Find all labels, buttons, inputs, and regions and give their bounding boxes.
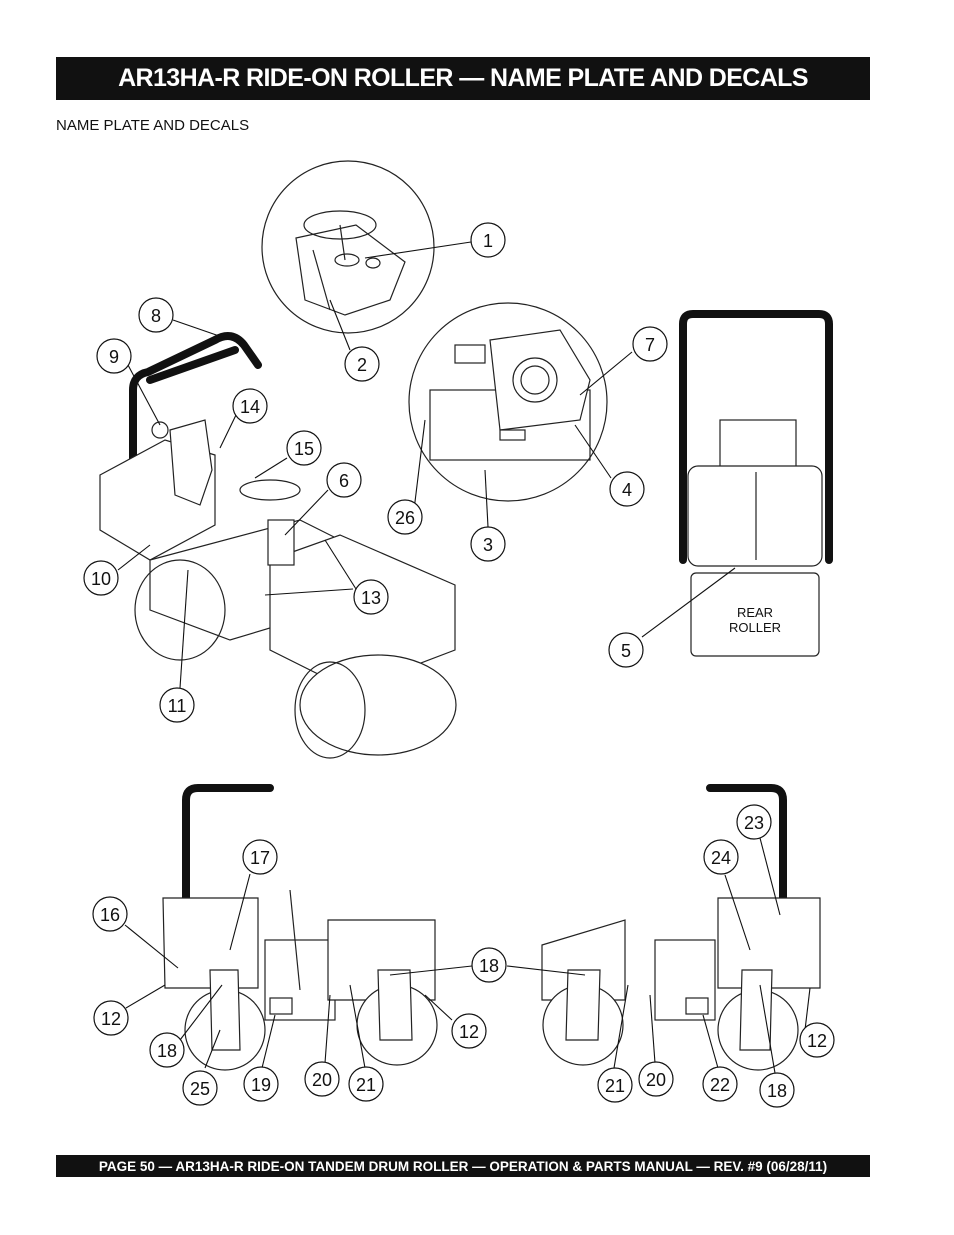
callout-20b: 20 — [638, 1061, 674, 1097]
svg-text:4: 4 — [622, 480, 632, 500]
footer-bar: PAGE 50 — AR13HA-R RIDE-ON TANDEM DRUM R… — [56, 1155, 870, 1177]
footer-text: PAGE 50 — AR13HA-R RIDE-ON TANDEM DRUM R… — [98, 1158, 828, 1174]
isometric-roller-view — [99, 332, 457, 759]
svg-text:18: 18 — [767, 1081, 787, 1101]
svg-text:24: 24 — [711, 848, 731, 868]
callout-15: 15 — [286, 430, 322, 466]
callout-3: 3 — [470, 526, 506, 562]
svg-text:5: 5 — [621, 641, 631, 661]
rear-view-roller: REAR ROLLER — [679, 310, 833, 657]
svg-text:22: 22 — [710, 1075, 730, 1095]
svg-text:1: 1 — [483, 231, 493, 251]
callout-18a: 18 — [471, 947, 507, 983]
callout-26: 26 — [387, 499, 423, 535]
callout-13: 13 — [353, 579, 389, 615]
callout-18c: 18 — [759, 1072, 795, 1108]
callout-24: 24 — [703, 839, 739, 875]
page-title: AR13HA-R RIDE-ON ROLLER — NAME PLATE AND… — [118, 64, 808, 92]
steering-detail-view — [261, 160, 435, 334]
svg-text:6: 6 — [339, 471, 349, 491]
svg-text:11: 11 — [168, 696, 187, 716]
callout-12b: 12 — [451, 1013, 487, 1049]
callout-23: 23 — [736, 804, 772, 840]
callout-18b: 18 — [149, 1032, 185, 1068]
svg-text:3: 3 — [483, 535, 493, 555]
callout-25: 25 — [182, 1070, 218, 1106]
svg-text:2: 2 — [357, 355, 367, 375]
svg-text:8: 8 — [151, 306, 161, 326]
callout-16: 16 — [92, 896, 128, 932]
callout-22: 22 — [702, 1066, 738, 1102]
title-bar: AR13HA-R RIDE-ON ROLLER — NAME PLATE AND… — [56, 57, 870, 100]
callout-1: 1 — [470, 222, 506, 258]
callout-12c: 12 — [799, 1022, 835, 1058]
svg-text:16: 16 — [100, 905, 120, 925]
callout-21a: 21 — [348, 1066, 384, 1102]
callout-10: 10 — [83, 560, 119, 596]
svg-text:25: 25 — [190, 1079, 210, 1099]
right-side-view — [541, 784, 821, 1071]
svg-text:12: 12 — [807, 1031, 827, 1051]
callout-21b: 21 — [597, 1067, 633, 1103]
frame-detail-view — [408, 302, 608, 502]
section-label: NAME PLATE AND DECALS — [56, 117, 250, 134]
callout-12a: 12 — [93, 1000, 129, 1036]
callout-8: 8 — [138, 297, 174, 333]
svg-text:20: 20 — [646, 1070, 666, 1090]
svg-text:13: 13 — [361, 588, 381, 608]
callout-6: 6 — [326, 462, 362, 498]
callout-11: 11 — [159, 687, 195, 723]
svg-text:21: 21 — [605, 1076, 625, 1096]
svg-text:23: 23 — [744, 813, 764, 833]
callout-4: 4 — [609, 471, 645, 507]
callout-19: 19 — [243, 1066, 279, 1102]
svg-text:14: 14 — [240, 397, 260, 417]
svg-text:21: 21 — [356, 1075, 376, 1095]
rear-roller-label-line2: ROLLER — [729, 620, 781, 635]
rear-roller-label-line1: REAR — [737, 605, 773, 620]
svg-text:7: 7 — [645, 335, 655, 355]
left-side-view — [162, 784, 438, 1071]
callout-7: 7 — [632, 326, 668, 362]
svg-text:15: 15 — [294, 439, 314, 459]
callout-17: 17 — [242, 839, 278, 875]
svg-text:26: 26 — [395, 508, 415, 528]
svg-text:17: 17 — [250, 848, 270, 868]
callout-14: 14 — [232, 388, 268, 424]
callout-9: 9 — [96, 338, 132, 374]
svg-text:12: 12 — [459, 1022, 479, 1042]
callout-5: 5 — [608, 632, 644, 668]
svg-text:19: 19 — [251, 1075, 271, 1095]
svg-text:10: 10 — [91, 569, 111, 589]
svg-text:20: 20 — [312, 1070, 332, 1090]
svg-text:12: 12 — [101, 1009, 121, 1029]
svg-text:18: 18 — [157, 1041, 177, 1061]
callout-20a: 20 — [304, 1061, 340, 1097]
svg-text:9: 9 — [109, 347, 119, 367]
leader-lines — [117, 241, 811, 1074]
callout-2: 2 — [344, 346, 380, 382]
svg-text:18: 18 — [479, 956, 499, 976]
